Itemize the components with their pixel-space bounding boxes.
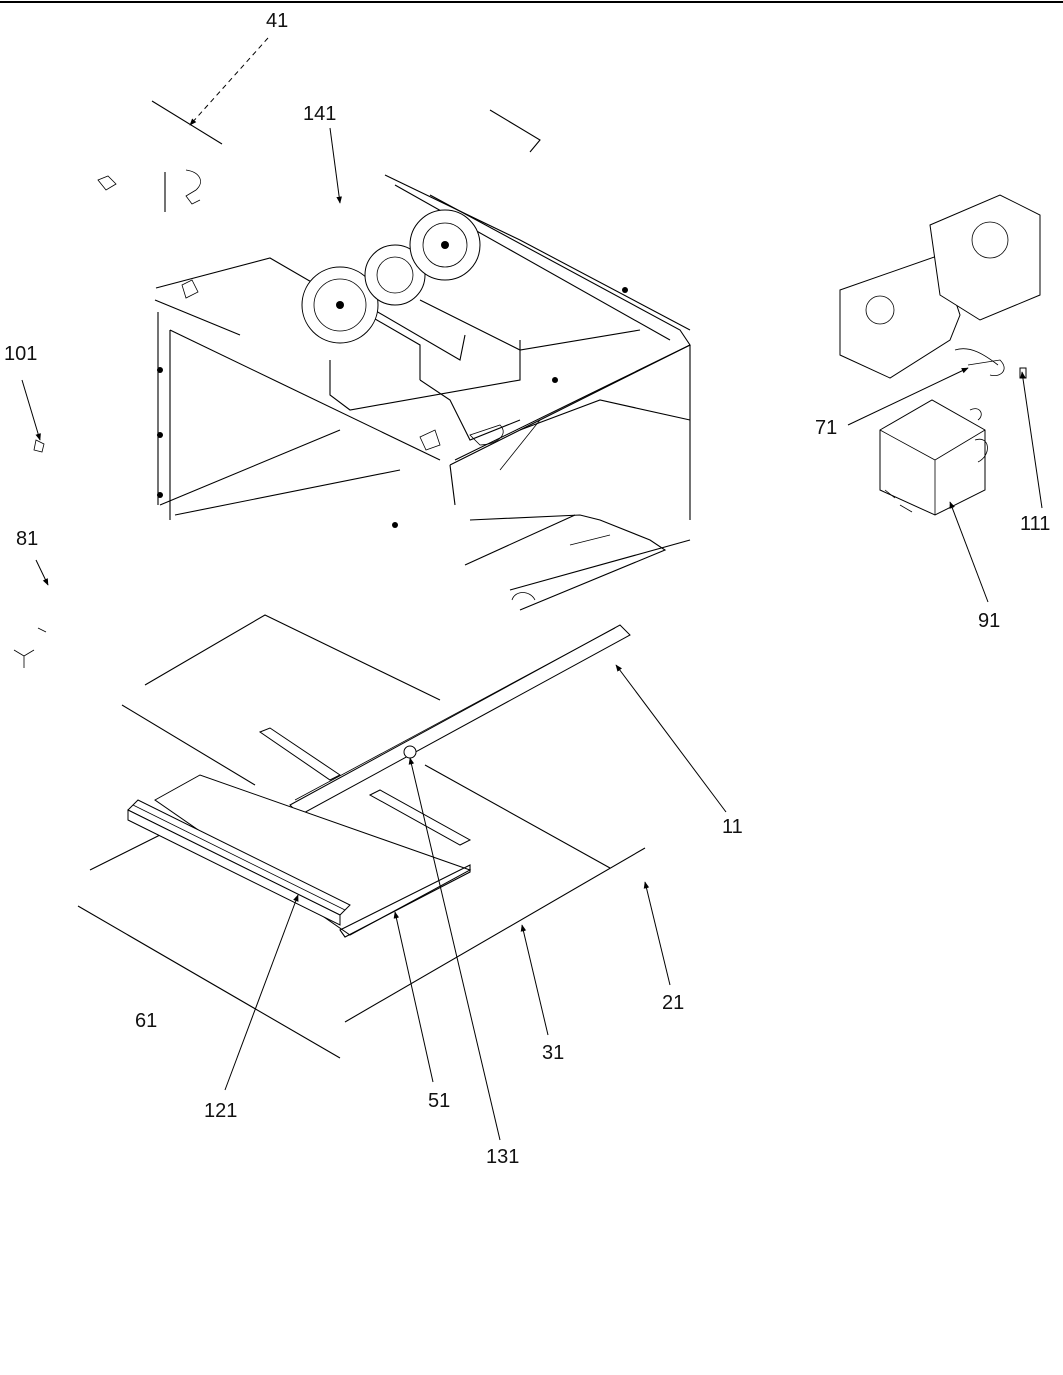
- part-131-support-bars: [258, 727, 472, 846]
- part-11-front-rail: [289, 624, 631, 816]
- leader-21: [643, 881, 671, 986]
- callout-121: 121: [204, 1100, 237, 1122]
- leader-121: [224, 894, 299, 1091]
- part-121-front-bar: [127, 799, 351, 926]
- callout-81: 81: [16, 528, 38, 550]
- callout-21: 21: [662, 992, 684, 1014]
- leader-81: [35, 559, 49, 586]
- part-91-transformer: [879, 399, 988, 516]
- leader-31: [520, 924, 549, 1036]
- leader-101: [21, 379, 41, 441]
- callout-61: 61: [135, 1010, 157, 1032]
- leader-141: [329, 127, 342, 204]
- leader-91: [949, 501, 989, 603]
- callout-141: 141: [303, 103, 336, 125]
- leader-lines: [21, 37, 1043, 1141]
- leader-71: [847, 367, 969, 426]
- callout-71: 71: [815, 417, 837, 439]
- leader-41: [189, 37, 269, 126]
- callout-111: 111: [1020, 513, 1050, 535]
- part-71-control-board: [839, 194, 1041, 379]
- callout-labels: 41 141 101 81 71 111 91 11 21 31 61 121 …: [4, 10, 1050, 1168]
- leader-51: [393, 911, 434, 1083]
- callout-131: 131: [486, 1146, 519, 1168]
- leader-111: [1020, 371, 1043, 509]
- part-41-bracket: [97, 100, 223, 212]
- part-101-screw: [33, 439, 45, 453]
- callout-41: 41: [266, 10, 288, 32]
- callout-91: 91: [978, 610, 1000, 632]
- callout-11: 11: [722, 816, 743, 838]
- part-61-base-panel: [77, 614, 646, 1059]
- leader-11: [615, 664, 727, 813]
- callout-31: 31: [542, 1042, 564, 1064]
- callout-51: 51: [428, 1090, 450, 1112]
- callout-101: 101: [4, 343, 37, 365]
- part-141-chassis: [154, 109, 691, 611]
- leader-131: [408, 757, 501, 1141]
- part-81-clip: [13, 627, 47, 668]
